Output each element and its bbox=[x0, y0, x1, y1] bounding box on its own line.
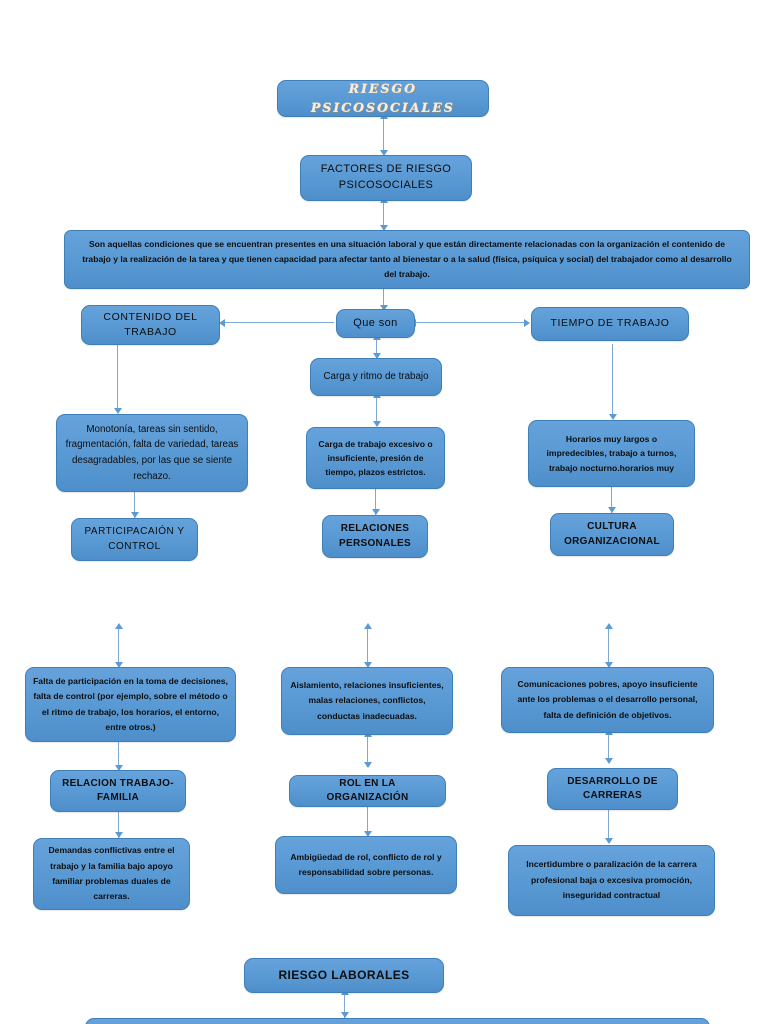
node-incertidumbre[interactable]: Incertidumbre o paralización de la carre… bbox=[508, 845, 715, 916]
node-participacion-control[interactable]: PARTICIPACAIÓN Y CONTROL bbox=[71, 518, 198, 561]
node-bottom-cutoff[interactable] bbox=[85, 1018, 710, 1024]
arrow-down-relacion-trabajo bbox=[114, 765, 123, 771]
node-label-falta-participacion: Falta de participación en la toma de dec… bbox=[33, 676, 228, 732]
arrow-up-gap-mid bbox=[363, 623, 372, 629]
arrow-down-demandas bbox=[114, 832, 123, 838]
arrow-down-excesiva bbox=[372, 421, 381, 427]
arrow-down-incertidumbre bbox=[604, 838, 613, 844]
node-monotonia[interactable]: Monotonía, tareas sin sentido, fragmenta… bbox=[56, 414, 248, 492]
node-carga-excesiva[interactable]: Carga de trabajo excesivo o insuficiente… bbox=[306, 427, 445, 489]
arrow-down-factores bbox=[379, 150, 388, 156]
arrow-up-gap-right bbox=[604, 623, 613, 629]
node-carga-ritmo[interactable]: Carga y ritmo de trabajo bbox=[310, 358, 442, 396]
connector-gap-left bbox=[118, 627, 120, 667]
connector-gap-right bbox=[608, 627, 610, 667]
node-label-relaciones-personales: RELACIONES PERSONALES bbox=[339, 523, 411, 549]
node-factores[interactable]: FACTORES DE RIESGO PSICOSOCIALES bbox=[300, 155, 472, 201]
connector-desarrollo-incertidumbre bbox=[608, 808, 610, 842]
node-label-relacion-trabajo-familia: RELACION TRABAJO-FAMILIA bbox=[62, 777, 174, 804]
connector-tiempo-horarios bbox=[612, 344, 614, 416]
node-aislamiento[interactable]: Aislamiento, relaciones insuficientes, m… bbox=[281, 667, 453, 735]
node-label-horarios: Horarios muy largos o impredecibles, tra… bbox=[546, 433, 677, 473]
arrow-down-cultura bbox=[607, 507, 616, 513]
node-label-factores: FACTORES DE RIESGO PSICOSOCIALES bbox=[320, 163, 452, 191]
node-label-que-son: Que son bbox=[353, 316, 398, 329]
connector-carga-quesson bbox=[376, 338, 378, 358]
node-rol-organizacion[interactable]: ROL EN LA ORGANIZACIÓN bbox=[289, 775, 446, 807]
node-riesgo-psicosociales[interactable]: RIESGO PSICOSOCIALES bbox=[277, 80, 489, 117]
node-label-incertidumbre: Incertidumbre o paralización de la carre… bbox=[526, 859, 697, 901]
connector-gap-mid bbox=[367, 627, 369, 667]
node-label-riesgo-laborales: RIESGO LABORALES bbox=[278, 967, 410, 982]
connector-horarios-cultura bbox=[611, 487, 613, 513]
connector-rol-ambiguedad bbox=[367, 804, 369, 836]
arrow-down-gap-mid bbox=[363, 662, 372, 668]
node-falta-participacion[interactable]: Falta de participación en la toma de dec… bbox=[25, 667, 236, 742]
node-label-participacion-control: PARTICIPACAIÓN Y CONTROL bbox=[84, 526, 185, 552]
connector-riesgo-factores bbox=[383, 117, 385, 155]
connector-carga-excesiva bbox=[376, 396, 378, 426]
connector-falta-relacion bbox=[118, 742, 120, 770]
arrow-down-monotonia bbox=[113, 408, 122, 414]
node-label-comunicaciones: Comunicaciones pobres, apoyo insuficient… bbox=[517, 679, 698, 720]
connector-contenido-monotonia bbox=[117, 344, 119, 410]
connector-riesgolab-bottom bbox=[344, 993, 346, 1019]
connector-quesson-contenido bbox=[224, 322, 334, 324]
connector-quesson-tiempo bbox=[414, 322, 526, 324]
node-que-son[interactable]: Que son bbox=[336, 309, 415, 338]
node-label-demandas-conflictivas: Demandas conflictivas entre el trabajo y… bbox=[48, 845, 175, 902]
node-label-monotonia: Monotonía, tareas sin sentido, fragmenta… bbox=[65, 423, 239, 482]
node-label-carga-ritmo: Carga y ritmo de trabajo bbox=[323, 370, 429, 382]
node-horarios[interactable]: Horarios muy largos o impredecibles, tra… bbox=[528, 420, 695, 487]
node-definicion[interactable]: Son aquellas condiciones que se encuentr… bbox=[64, 230, 750, 289]
arrow-down-horarios bbox=[608, 414, 617, 420]
node-label-carga-excesiva: Carga de trabajo excesivo o insuficiente… bbox=[318, 438, 433, 478]
arrow-down-definicion bbox=[379, 225, 388, 231]
connector-relacion-demandas bbox=[118, 812, 120, 838]
node-ambiguedad-rol[interactable]: Ambigüedad de rol, conflicto de rol y re… bbox=[275, 836, 457, 894]
node-riesgo-laborales[interactable]: RIESGO LABORALES bbox=[244, 958, 444, 993]
arrow-down-desarrollo bbox=[604, 758, 613, 764]
node-relacion-trabajo-familia[interactable]: RELACION TRABAJO-FAMILIA bbox=[50, 770, 186, 812]
node-label-definicion: Son aquellas condiciones que se encuentr… bbox=[82, 238, 732, 280]
node-label-contenido-trabajo: CONTENIDO DEL TRABAJO bbox=[103, 310, 198, 338]
node-desarrollo-carreras[interactable]: DESARROLLO DE CARRERAS bbox=[547, 768, 678, 810]
node-label-desarrollo-carreras: DESARROLLO DE CARRERAS bbox=[567, 775, 658, 802]
arrow-down-participacion bbox=[130, 512, 139, 518]
node-label-rol-organizacion: ROL EN LA ORGANIZACIÓN bbox=[326, 777, 409, 804]
arrow-down-gap-left bbox=[114, 662, 123, 668]
arrow-down-quesson bbox=[379, 305, 388, 311]
connector-monotonia-participacion bbox=[134, 492, 136, 518]
node-label-riesgo-psicosociales: RIESGO PSICOSOCIALES bbox=[311, 81, 455, 115]
connector-aislamiento-rol bbox=[367, 735, 369, 767]
arrow-down-gap-right bbox=[604, 662, 613, 668]
arrow-down-relaciones bbox=[371, 509, 380, 515]
node-comunicaciones[interactable]: Comunicaciones pobres, apoyo insuficient… bbox=[501, 667, 714, 733]
node-label-aislamiento: Aislamiento, relaciones insuficientes, m… bbox=[290, 680, 444, 721]
arrow-down-carga bbox=[372, 353, 381, 359]
node-contenido-trabajo[interactable]: CONTENIDO DEL TRABAJO bbox=[81, 305, 220, 345]
node-label-tiempo-trabajo: TIEMPO DE TRABAJO bbox=[550, 317, 670, 330]
node-relaciones-personales[interactable]: RELACIONES PERSONALES bbox=[322, 515, 428, 558]
connector-factores-definicion bbox=[383, 201, 385, 230]
arrow-right-tiempo bbox=[524, 318, 530, 327]
arrow-down-bottom bbox=[340, 1012, 349, 1018]
arrow-down-ambiguedad bbox=[363, 831, 372, 837]
node-tiempo-trabajo[interactable]: TIEMPO DE TRABAJO bbox=[531, 307, 689, 341]
connector-definicion-quesson bbox=[383, 289, 385, 309]
node-cultura-organizacional[interactable]: CULTURA ORGANIZACIONAL bbox=[550, 513, 674, 556]
arrow-left-contenido bbox=[219, 318, 225, 327]
node-demandas-conflictivas[interactable]: Demandas conflictivas entre el trabajo y… bbox=[33, 838, 190, 910]
arrow-down-rol bbox=[363, 762, 372, 768]
arrow-up-gap-left bbox=[114, 623, 123, 629]
node-label-cultura-organizacional: CULTURA ORGANIZACIONAL bbox=[564, 521, 660, 547]
node-label-ambiguedad-rol: Ambigüedad de rol, conflicto de rol y re… bbox=[290, 851, 442, 877]
connector-comunicaciones-desarrollo bbox=[608, 733, 610, 763]
connector-excesiva-relaciones bbox=[375, 489, 377, 515]
